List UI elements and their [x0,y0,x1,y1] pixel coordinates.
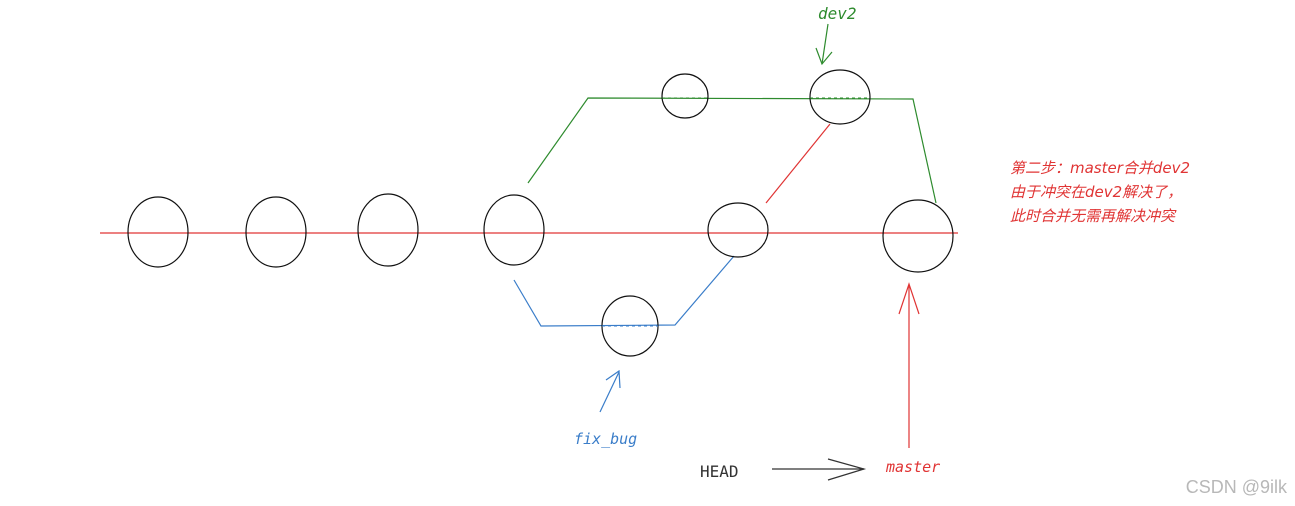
dev2-commit-node [661,73,709,119]
note-line: 第二步：master合并dev2 [1010,159,1191,177]
commit-node [707,202,769,258]
head-pointer-arrowhead [827,458,867,481]
fix-bug-pointer-line [599,371,620,413]
commit-node [245,196,307,268]
dev2-commit-node [809,69,871,125]
step-note: 第二步：master合并dev2 由于冲突在dev2解决了， 此时合并无需再解决… [1010,156,1190,228]
head-label: HEAD [700,462,739,481]
commit-node [127,196,189,268]
master-pointer-arrowhead [898,282,920,315]
dev2-label: dev2 [818,4,857,23]
dev2-branch-line [527,97,937,204]
dev2-pointer-line [821,23,829,65]
fix-bug-pointer-arrowhead [605,369,621,389]
commit-node [357,193,419,267]
master-label: master [886,458,941,476]
watermark: CSDN @9ilk [1185,477,1287,497]
merge-dev2-line [765,123,831,204]
dev2-pointer-arrowhead [815,47,833,66]
fix-bug-branch-line [513,255,735,327]
commit-node [483,194,545,266]
fix-bug-label: fix_bug [574,430,638,448]
merge-commit-node [882,199,954,273]
note-line: 此时合并无需再解决冲突 [1010,207,1176,225]
note-line: 由于冲突在dev2解决了， [1010,183,1183,201]
